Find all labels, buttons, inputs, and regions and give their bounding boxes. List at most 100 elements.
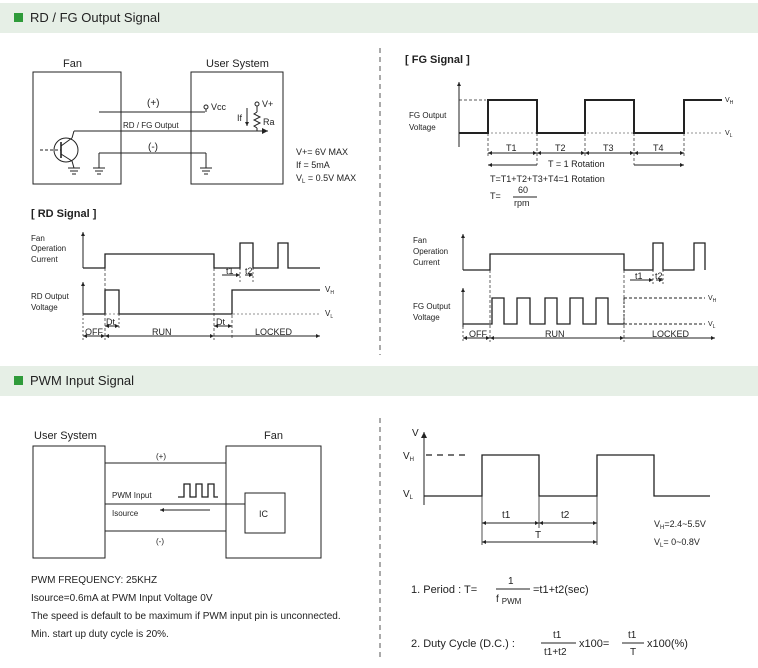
rd-fan-current-label-1: Fan — [31, 234, 45, 243]
vcc-label: Vcc — [211, 102, 227, 112]
fg-fan-current-label-1: Fan — [413, 236, 427, 245]
isource-label: Isource — [112, 509, 139, 518]
duty-denominator-1: t1+t2 — [544, 647, 567, 658]
formula-lines — [496, 588, 644, 644]
duty-numerator-2: t1 — [628, 630, 637, 641]
pwm-user-system-label: User System — [34, 430, 97, 442]
minus-label: (-) — [148, 142, 158, 153]
fg-formula-t: T= — [490, 191, 501, 201]
fg-output-lock-label-2: Voltage — [413, 313, 440, 322]
rd-run-label: RUN — [152, 327, 172, 337]
fg-lock-run-label: RUN — [545, 329, 565, 339]
duty-mid: x100= — [579, 638, 609, 650]
fg-output-label-1: FG Output — [409, 111, 447, 120]
fan-box — [32, 71, 122, 185]
plus-label: (+) — [147, 98, 160, 109]
fg-vl-label: VL — [725, 130, 733, 139]
rd-locked-label: LOCKED — [255, 327, 293, 337]
fg-period-t2: T2 — [555, 143, 566, 153]
duty-cycle-label: 2. Duty Cycle (D.C.) : — [411, 638, 515, 650]
fg-lock-t2-label: t2 — [655, 271, 663, 281]
section-title-pwm: PWM Input Signal — [30, 373, 135, 388]
pwm-note-frequency: PWM FREQUENCY: 25KHZ — [31, 575, 158, 586]
period-result: =t1+t2(sec) — [533, 584, 589, 596]
ra-label: Ra — [263, 117, 275, 127]
fg-lock-waveforms — [461, 234, 715, 342]
rd-fg-circuit — [32, 71, 284, 185]
rd-vh-label: VH — [325, 285, 334, 296]
rd-fan-current-label-2: Operation — [31, 244, 66, 253]
fg-formula-denominator: rpm — [514, 198, 530, 208]
pwm-vl-label: VL — [403, 489, 414, 501]
pwm-user-system-box — [32, 445, 106, 559]
rd-vl-label: VL — [325, 309, 333, 320]
rd-output-label-2: Voltage — [31, 303, 58, 312]
if-label: If — [237, 113, 243, 123]
spec-vl: VL = 0.5V MAX — [296, 173, 356, 185]
pwm-vl-range: VL= 0~0.8V — [654, 537, 700, 549]
section-marker-icon — [14, 376, 23, 385]
pwm-fan-label: Fan — [264, 430, 283, 442]
duty-numerator-1: t1 — [553, 630, 562, 641]
rd-signal-waveforms — [81, 232, 320, 340]
pwm-minus-label: (-) — [156, 537, 164, 546]
fg-lock-t1-label: t1 — [635, 271, 643, 281]
pwm-note-min-duty: Min. start up duty cycle is 20%. — [31, 629, 169, 640]
fg-signal-waveform — [457, 82, 722, 198]
fg-fan-current-label-3: Current — [413, 258, 440, 267]
spec-if: If = 5mA — [296, 160, 330, 170]
pwm-waveform — [421, 432, 710, 545]
fg-formula-numerator: 60 — [518, 185, 528, 195]
pwm-vh-label: VH — [403, 451, 414, 463]
pwm-note-default-speed: The speed is default to be maximum if PW… — [31, 611, 341, 622]
fg-period-t3: T3 — [603, 143, 614, 153]
section-header-pwm: PWM Input Signal — [0, 366, 758, 396]
rd-off-label: OFF — [85, 327, 103, 337]
duty-end: x100(%) — [647, 638, 688, 650]
user-system-label: User System — [206, 58, 269, 70]
period-label: 1. Period : T= — [411, 584, 477, 596]
fg-rotation-formula: T=T1+T2+T3+T4=1 Rotation — [490, 174, 605, 184]
pwm-vh-range: VH=2.4~5.5V — [654, 519, 706, 531]
pwm-input-label: PWM Input — [112, 491, 152, 500]
pwm-t1-label: t1 — [502, 510, 511, 521]
fg-signal-title: [ FG Signal ] — [405, 54, 470, 66]
rd-signal-title: [ RD Signal ] — [31, 208, 97, 220]
fg-period-t1: T1 — [506, 143, 517, 153]
rd-fg-output-label: RD / FG Output — [123, 121, 179, 130]
rd-t1-label: t1 — [226, 266, 234, 276]
pwm-v-axis-label: V — [412, 428, 419, 439]
fan-label: Fan — [63, 58, 82, 70]
pwm-circuit — [32, 445, 322, 559]
duty-denominator-2: T — [630, 647, 636, 658]
fg-fan-current-label-2: Operation — [413, 247, 448, 256]
fg-lock-off-label: OFF — [469, 329, 487, 339]
pwm-fan-box — [225, 445, 322, 559]
ic-label: IC — [259, 509, 269, 519]
rd-t2-label: t2 — [245, 266, 253, 276]
pwm-t-label: T — [535, 530, 541, 541]
section-header-rd-fg: RD / FG Output Signal — [0, 3, 758, 33]
user-system-box — [190, 71, 284, 185]
fg-period-t4: T4 — [653, 143, 664, 153]
fg-vh-label: VH — [725, 97, 734, 106]
pwm-note-isource: Isource=0.6mA at PWM Input Voltage 0V — [31, 593, 213, 604]
pwm-t2-label: t2 — [561, 510, 570, 521]
spec-vplus: V+= 6V MAX — [296, 147, 348, 157]
rd-dt-label-1: Dt — [106, 317, 115, 327]
section-marker-icon — [14, 13, 23, 22]
fg-rotation-label: T = 1 Rotation — [548, 159, 605, 169]
ic-box — [244, 492, 286, 534]
rd-dt-label-2: Dt — [216, 317, 225, 327]
fg-lock-vh-label: VH — [708, 295, 717, 304]
fg-output-label-2: Voltage — [409, 123, 436, 132]
period-numerator: 1 — [508, 576, 514, 587]
rd-output-label-1: RD Output — [31, 292, 70, 301]
fg-lock-vl-label: VL — [708, 321, 716, 330]
fg-output-lock-label-1: FG Output — [413, 302, 451, 311]
section-title-rd-fg: RD / FG Output Signal — [30, 10, 161, 25]
vplus-label: V+ — [262, 99, 273, 109]
fg-lock-locked-label: LOCKED — [652, 329, 690, 339]
